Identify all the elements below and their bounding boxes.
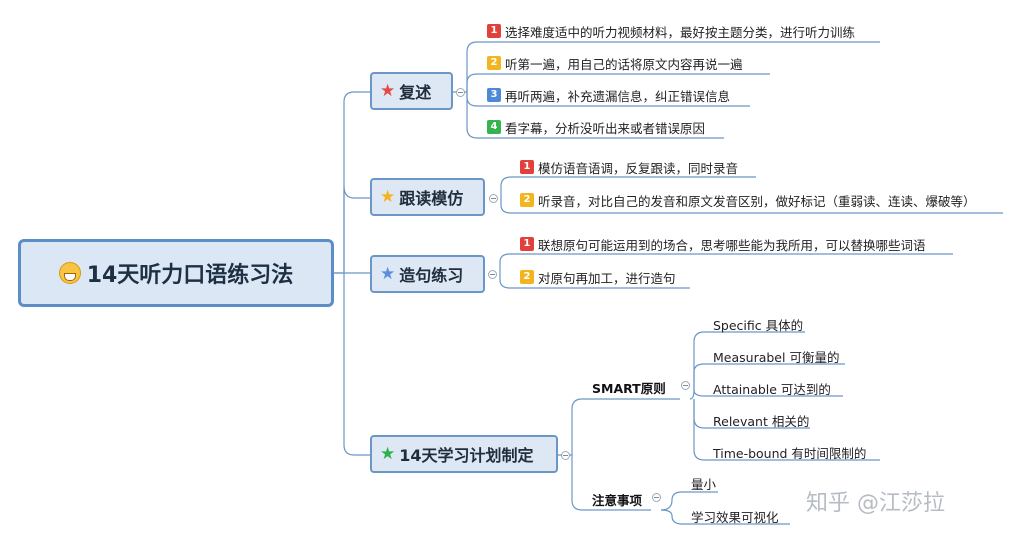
item-text: 听录音，对比自己的发音和原文发音区别，做好标记（重弱读、连读、爆破等） [538,193,976,209]
item-text: 再听两遍，补充遗漏信息，纠正错误信息 [505,88,731,104]
watermark: 知乎 @江莎拉 [806,491,945,516]
list-item: 2 对原句再加工，进行造句 [520,267,676,287]
item-text: 选择难度适中的听力视频材料，最好按主题分类，进行听力训练 [505,24,856,40]
red-star-icon: ★ [380,80,396,101]
number-badge: 4 [487,120,501,134]
topic-14day-plan[interactable]: ★ 14天学习计划制定 [370,435,558,473]
blue-star-icon: ★ [380,263,396,284]
topic-sentence-making[interactable]: ★ 造句练习 [370,255,485,293]
leaf-item: Attainable 可达到的 [713,382,831,397]
collapse-toggle[interactable] [681,381,690,390]
leaf-item: 量小 [691,477,717,492]
list-item: 1 联想原句可能运用到的场合，思考哪些能为我所用，可以替换哪些词语 [520,234,926,254]
number-badge: 1 [520,237,534,251]
collapse-toggle[interactable] [456,88,465,97]
topic-label: 复述 [399,83,432,102]
topic-shadowing[interactable]: ★ 跟读模仿 [370,178,485,216]
leaf-item: Time-bound 有时间限制的 [713,446,867,461]
collapse-toggle[interactable] [489,194,498,203]
number-badge: 2 [487,56,501,70]
item-text: 模仿语音语调，反复跟读，同时录音 [538,160,739,176]
collapse-toggle[interactable] [561,451,570,460]
number-badge: 3 [487,88,501,102]
list-item: 2 听第一遍，用自己的话将原文内容再说一遍 [487,53,743,73]
root-node[interactable]: 14天听力口语练习法 [18,239,334,307]
item-text: 听第一遍，用自己的话将原文内容再说一遍 [505,56,743,72]
number-badge: 2 [520,193,534,207]
item-text: 看字幕，分析没听出来或者错误原因 [505,120,706,136]
leaf-item: Specific 具体的 [713,318,804,333]
leaf-item: 学习效果可视化 [691,510,779,525]
topic-label: 14天学习计划制定 [399,446,534,465]
collapse-toggle[interactable] [488,270,497,279]
list-item: 1 模仿语音语调，反复跟读，同时录音 [520,157,738,177]
number-badge: 2 [520,270,534,284]
subtopic-notes[interactable]: 注意事项 [592,493,643,508]
grinning-face-icon [58,262,81,284]
yellow-star-icon: ★ [380,186,396,207]
list-item: 2 听录音，对比自己的发音和原文发音区别，做好标记（重弱读、连读、爆破等） [520,190,976,210]
number-badge: 1 [487,24,501,38]
topic-label: 跟读模仿 [399,189,464,208]
topic-retell[interactable]: ★ 复述 [370,72,453,110]
topic-label: 造句练习 [399,266,464,285]
collapse-toggle[interactable] [652,493,661,502]
list-item: 1 选择难度适中的听力视频材料，最好按主题分类，进行听力训练 [487,21,855,41]
leaf-item: Measurabel 可衡量的 [713,350,840,365]
list-item: 3 再听两遍，补充遗漏信息，纠正错误信息 [487,85,730,105]
item-text: 联想原句可能运用到的场合，思考哪些能为我所用，可以替换哪些词语 [538,237,926,253]
leaf-item: Relevant 相关的 [713,414,810,429]
number-badge: 1 [520,160,534,174]
root-title: 14天听力口语练习法 [86,263,294,288]
subtopic-smart[interactable]: SMART原则 [592,381,666,396]
green-star-icon: ★ [380,443,396,464]
list-item: 4 看字幕，分析没听出来或者错误原因 [487,117,705,137]
item-text: 对原句再加工，进行造句 [538,270,676,286]
